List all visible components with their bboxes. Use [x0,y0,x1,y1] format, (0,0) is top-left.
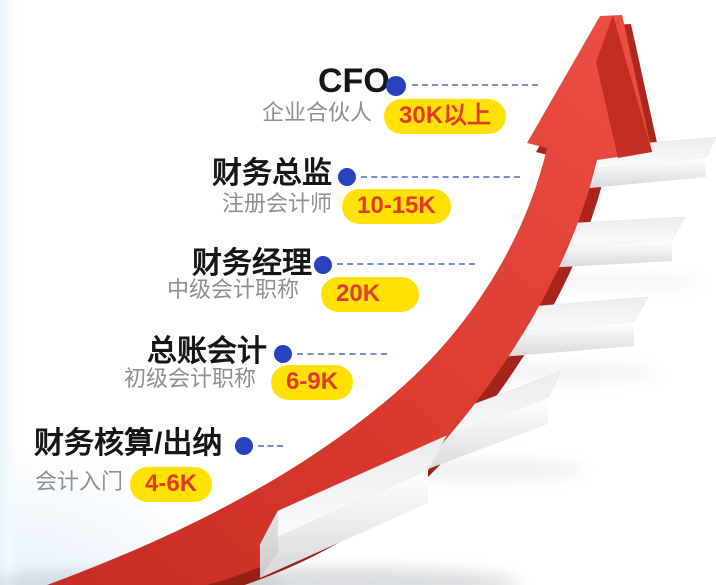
level-subtitle: 会计入门 [35,469,124,494]
salary-badge: 20K [321,277,419,312]
salary-badge: 10-15K [342,189,451,224]
level-title: 财务核算/出纳 [34,427,223,460]
level-dot-icon [274,345,292,363]
level-title: 财务经理 [192,247,312,280]
level-subtitle: 中级会计职称 [167,277,300,302]
level-dot-icon [338,168,356,186]
salary-badge: 6-9K [271,365,354,400]
level-subtitle: 初级会计职称 [124,366,257,391]
level-dash-line [361,176,520,178]
stair-step-5 [259,435,447,578]
salary-badge: 4-6K [130,467,213,502]
level-dot-icon [314,256,332,274]
level-title: CFO [318,62,390,100]
level-dash-line [412,84,538,86]
salary-badge: 30K以上 [384,99,507,134]
level-title: 总账会计 [147,335,267,368]
level-dash-line [258,445,283,447]
level-title: 财务总监 [212,157,332,190]
red-growth-arrow-icon [47,15,652,585]
level-dot-icon [235,437,253,455]
arrowhead-side-face [596,15,652,158]
level-dot-icon [386,76,406,96]
level-dash-line [297,353,387,355]
level-subtitle: 注册会计师 [222,191,333,216]
level-subtitle: 企业合伙人 [262,100,373,125]
level-dash-line [337,263,475,265]
